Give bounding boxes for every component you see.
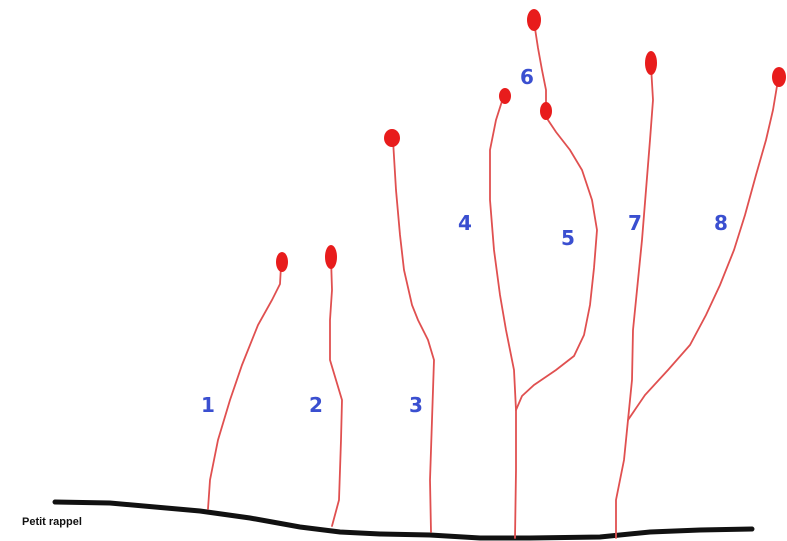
caption: Petit rappel <box>22 516 82 528</box>
stem-label-4: 4 <box>458 211 472 235</box>
stem-label-2: 2 <box>309 393 323 417</box>
bud-8 <box>772 67 786 87</box>
bud-6 <box>527 9 541 31</box>
stem-8 <box>627 79 779 421</box>
bud-5 <box>540 102 552 120</box>
stem-label-7: 7 <box>628 211 642 235</box>
stem-5 <box>515 109 598 411</box>
ground-line <box>52 499 755 541</box>
stem-label-8: 8 <box>714 211 728 235</box>
bud-2 <box>325 245 337 269</box>
bud-7 <box>645 51 657 75</box>
stem-label-5: 5 <box>561 226 575 250</box>
stem-6 <box>533 21 547 109</box>
stem-label-3: 3 <box>409 393 423 417</box>
stem-2 <box>329 257 343 527</box>
stem-4 <box>489 97 517 539</box>
stem-1 <box>207 265 282 510</box>
stem-label-1: 1 <box>201 393 215 417</box>
bud-3 <box>384 129 400 147</box>
stem-7 <box>615 65 654 539</box>
stem-3 <box>392 139 435 533</box>
bud-4 <box>499 88 511 104</box>
stem-label-6: 6 <box>520 65 534 89</box>
bud-1 <box>276 252 288 272</box>
